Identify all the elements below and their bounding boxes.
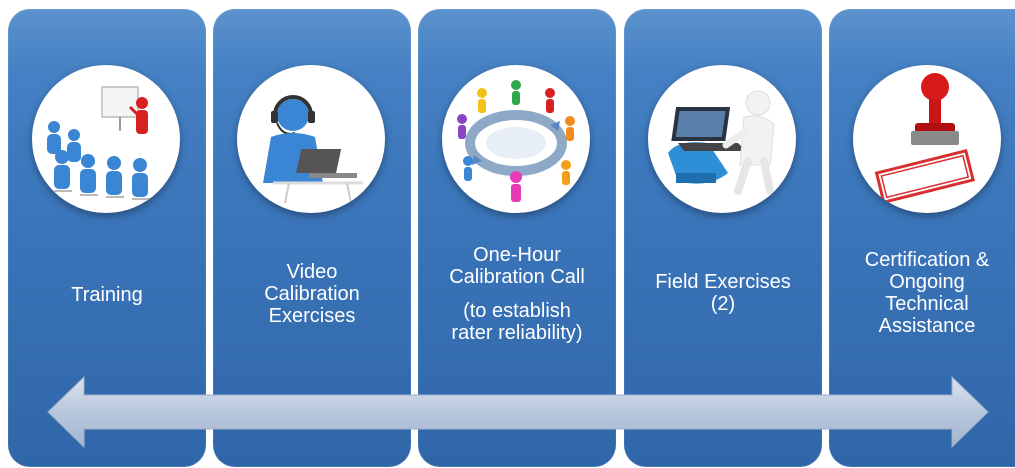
step-label-calibration-call: One-Hour Calibration Call (to establish … [418,244,616,344]
step-panel-certification: Certification & Ongoing Technical Assist… [829,9,1015,467]
laptop-work-icon [648,65,796,213]
step-label-training: Training [71,284,143,306]
step-label-certification: Certification & Ongoing Technical Assist… [864,249,990,337]
step-panel-video-calibration: Video Calibration Exercises [213,9,411,467]
step-panel-calibration-call: One-Hour Calibration Call (to establish … [418,9,616,467]
headset-laptop-icon [237,65,385,213]
conference-call-icon [442,65,590,213]
step-panel-training: Training [8,9,206,467]
step-sublabel-calibration-call: (to establish rater reliability) [451,300,583,344]
training-presentation-icon [32,65,180,213]
step-panel-field-exercises: Field Exercises (2) [624,9,822,467]
step-label-video-calibration: Video Calibration Exercises [264,261,360,327]
certified-stamp-icon [853,65,1001,213]
step-label-field-exercises: Field Exercises (2) [655,271,791,315]
